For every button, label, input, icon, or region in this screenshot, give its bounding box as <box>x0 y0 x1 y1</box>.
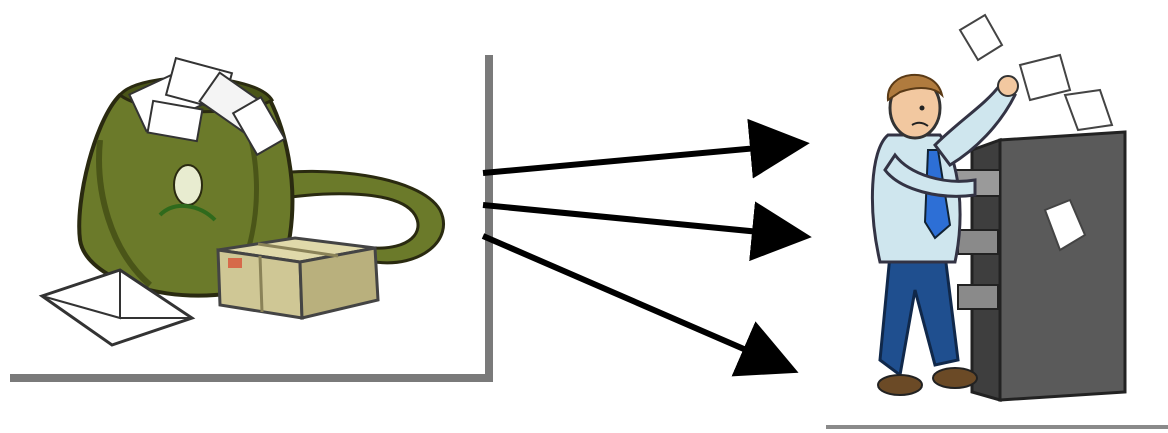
arrow-middle <box>483 205 770 233</box>
filing-cabinet-icon <box>956 132 1125 400</box>
parcel-icon <box>218 238 378 318</box>
office-worker-panel <box>826 15 1168 427</box>
arrows <box>483 147 770 356</box>
mailbag-icon <box>42 58 444 345</box>
mailbag-panel <box>10 55 493 378</box>
arrow-bottom <box>483 236 760 356</box>
office-worker-icon <box>872 15 1125 400</box>
arrow-top <box>483 147 768 173</box>
